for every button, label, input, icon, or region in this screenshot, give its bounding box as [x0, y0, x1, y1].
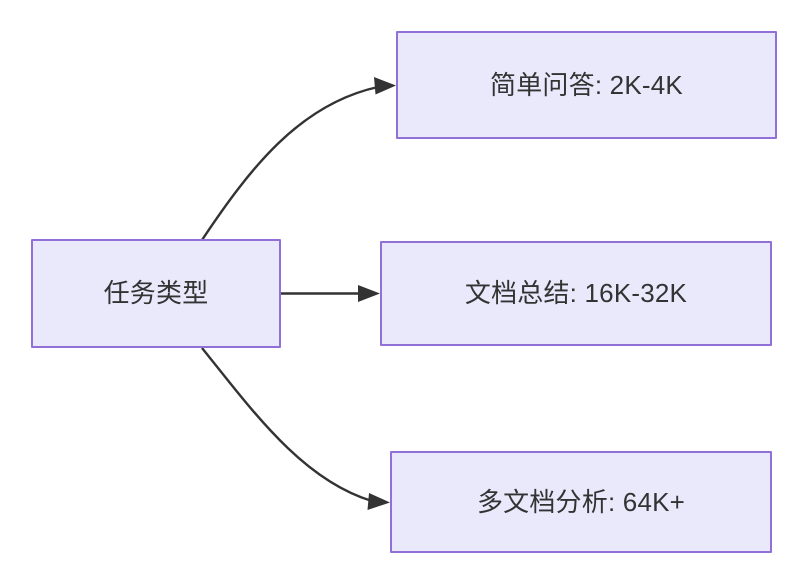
edge-task-type-to-simple-qa — [201, 77, 396, 241]
node-label-simple-qa: 简单问答: 2K-4K — [490, 69, 683, 100]
edge-path-simple-qa — [201, 85, 379, 241]
node-label-doc-summary: 文档总结: 16K-32K — [464, 278, 688, 309]
arrowhead-multi-doc — [367, 493, 390, 510]
node-doc-summary[interactable]: 文档总结: 16K-32K — [380, 241, 772, 346]
arrowhead-simple-qa — [374, 77, 396, 95]
arrowhead-doc-summary — [358, 285, 380, 302]
edge-task-type-to-multi-doc — [201, 347, 390, 510]
node-multi-doc[interactable]: 多文档分析: 64K+ — [390, 451, 772, 553]
node-simple-qa[interactable]: 简单问答: 2K-4K — [396, 31, 777, 139]
node-label-multi-doc: 多文档分析: 64K+ — [476, 486, 686, 517]
edge-path-multi-doc — [201, 347, 373, 503]
node-task-type[interactable]: 任务类型 — [31, 239, 281, 348]
edge-task-type-to-doc-summary — [281, 285, 380, 302]
node-label-task-type: 任务类型 — [103, 278, 209, 309]
